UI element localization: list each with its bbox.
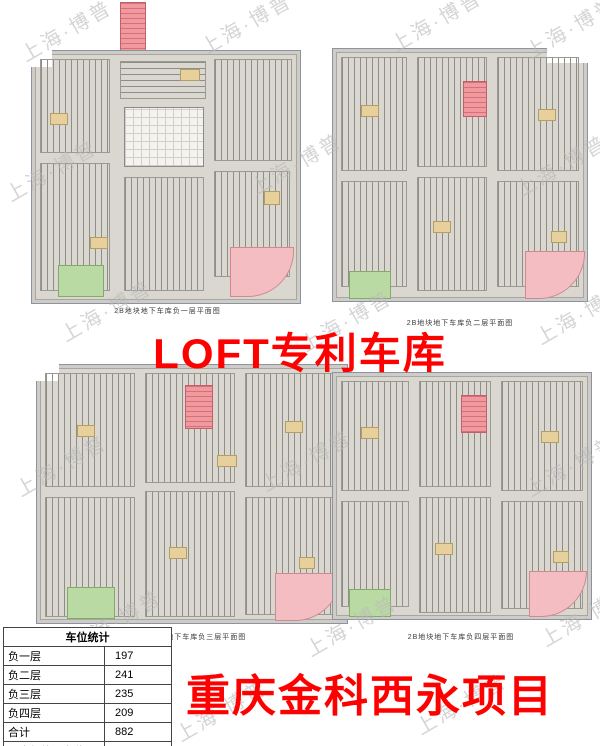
parking-rows <box>124 177 204 291</box>
table-row: 负四层 209 <box>3 703 172 723</box>
stair-core <box>435 543 453 555</box>
plan-caption: 2B地块地下车库负三层平面图 <box>139 634 247 641</box>
plan-body <box>332 47 589 302</box>
plan-body <box>30 49 301 304</box>
landscape-area <box>67 587 115 619</box>
table-row: 负三层 235 <box>3 684 172 704</box>
row-label: 其中新能源车位 <box>3 741 105 746</box>
plan-body <box>332 372 592 620</box>
title-project-name: 重庆金科西永项目 <box>186 672 554 721</box>
stair-core <box>433 221 451 233</box>
stair-core <box>90 237 108 249</box>
landscape-area <box>58 265 104 297</box>
ramp-area <box>185 385 213 429</box>
ramp-area <box>461 395 487 433</box>
table-row: 合计 882 <box>3 722 172 742</box>
stair-core <box>180 69 200 81</box>
row-value: 282 <box>104 741 172 746</box>
stair-core <box>77 425 95 437</box>
floorplan-level-b2: 2B地块地下车库负二层平面图 <box>326 36 594 332</box>
table-row: 负一层 197 <box>3 646 172 666</box>
plan-caption: 2B地块地下车库负一层平面图 <box>114 308 221 315</box>
row-label: 负三层 <box>3 684 105 704</box>
parking-rows <box>341 181 407 287</box>
stair-core <box>169 547 187 559</box>
parking-rows <box>419 381 491 487</box>
title-loft-garage: LOFT专利车库 <box>153 330 447 377</box>
row-value: 209 <box>104 703 172 723</box>
parking-rows <box>214 59 292 161</box>
table-row: 其中新能源车位 282 <box>3 741 172 746</box>
floorplan-level-b1: 2B地块地下车库负一层平面图 <box>25 2 310 320</box>
parking-rows <box>419 497 491 613</box>
plan-caption: 2B地块地下车库负二层平面图 <box>406 320 514 327</box>
row-value: 235 <box>104 684 172 704</box>
row-label: 合计 <box>3 722 105 742</box>
stair-core <box>50 113 68 125</box>
row-label: 负二层 <box>3 665 105 685</box>
stair-core <box>553 551 569 563</box>
stair-core <box>285 421 303 433</box>
row-value: 241 <box>104 665 172 685</box>
parking-rows <box>145 491 235 617</box>
stair-core <box>217 455 237 467</box>
stair-core <box>299 557 315 569</box>
entrance-ramp <box>120 2 146 58</box>
floorplan-level-b4: 2B地块地下车库负四层平面图 <box>326 364 596 646</box>
stair-core <box>361 105 379 117</box>
table-row: 负二层 241 <box>3 665 172 685</box>
plan-body <box>35 363 348 624</box>
floorplan-level-b3: 2B地块地下车库负三层平面图 <box>28 350 358 646</box>
row-label: 负一层 <box>3 646 105 666</box>
plan-caption: 2B地块地下车库负四层平面图 <box>407 634 515 641</box>
row-value: 197 <box>104 646 172 666</box>
stair-core <box>541 431 559 443</box>
loft-core-area <box>124 107 204 167</box>
row-value: 882 <box>104 722 172 742</box>
corner-ramp-area <box>525 251 585 299</box>
parking-rows <box>40 59 110 153</box>
landscape-area <box>349 271 391 299</box>
stair-core <box>361 427 379 439</box>
parking-rows <box>417 177 487 291</box>
parking-rows <box>45 373 135 487</box>
corner-ramp-area <box>230 247 294 297</box>
ramp-area <box>463 81 487 117</box>
table-title: 车位统计 <box>3 627 172 647</box>
row-label: 负四层 <box>3 703 105 723</box>
parking-stats-table: 车位统计 负一层 197 负二层 241 负三层 235 负四层 209 合计 … <box>3 627 172 746</box>
table-header-row: 车位统计 <box>3 627 172 647</box>
stair-core <box>538 109 556 121</box>
landscape-area <box>349 589 391 617</box>
stair-core <box>264 191 280 205</box>
stair-core <box>551 231 567 243</box>
